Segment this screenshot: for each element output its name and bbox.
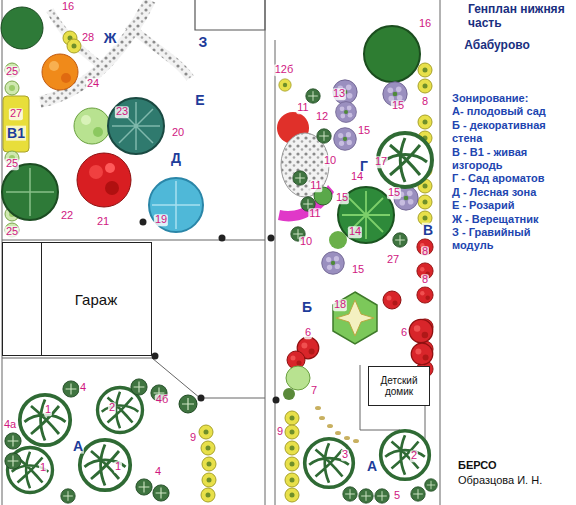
callout-number: 24 [86, 78, 100, 90]
callout-number: 16 [418, 18, 432, 30]
callout-number: 10 [323, 155, 337, 167]
callout-number: 20 [171, 127, 185, 139]
callout-number: 28 [81, 32, 95, 44]
zoning-item: Е - Розарий [452, 199, 574, 212]
callout-number: 25 [5, 66, 19, 78]
callout-number: 16 [61, 1, 75, 13]
callout-number: 11 [309, 180, 322, 192]
plan-title: Генплан нижняя часть [468, 2, 572, 31]
playhouse-building: Детский домик [368, 366, 430, 406]
callout-number: 14 [348, 226, 362, 238]
zone-letter: А [366, 459, 378, 474]
garage-partition [41, 243, 42, 355]
callout-number: 15 [391, 100, 405, 112]
callout-number: 19 [154, 214, 168, 226]
callout-number: 8 [421, 246, 429, 258]
callout-number: 9 [189, 432, 197, 444]
callout-number: 4а [3, 419, 17, 431]
building-name: Детский домик [369, 375, 429, 397]
zone-letter: З [198, 35, 209, 50]
callout-number: 3 [341, 449, 349, 461]
zoning-item: Г - Сад ароматов [452, 172, 574, 185]
callout-number: 15 [357, 125, 371, 137]
zoning-item: Ж - Верещатник [452, 213, 574, 226]
callout-number: 1 [44, 404, 52, 416]
callout-number: 18 [333, 299, 347, 311]
callout-number: 27 [9, 108, 23, 120]
garage-building: Гараж [2, 242, 152, 356]
callout-number: 4б [155, 394, 169, 406]
callout-number: 27 [386, 254, 400, 266]
callout-number: 25 [5, 158, 19, 170]
zone-letter: Ж [103, 31, 118, 46]
callout-number: 1 [114, 461, 122, 473]
callout-number: 23 [115, 106, 129, 118]
callout-number: 8 [421, 274, 429, 286]
callout-number: 2 [410, 450, 418, 462]
callout-number: 4 [154, 466, 162, 478]
callout-number: 15 [335, 192, 349, 204]
place-name: Абабурово [464, 39, 530, 52]
callout-number: 6 [304, 327, 312, 339]
callout-number: 4 [79, 382, 87, 394]
callout-number: 7 [310, 385, 318, 397]
callout-number: 12б [274, 64, 295, 76]
building-name: Гараж [37, 291, 117, 308]
firm-name: БЕРСО [458, 460, 497, 472]
callout-number: 17 [374, 156, 388, 168]
callout-number: 9 [276, 426, 284, 438]
callout-number: 11 [296, 102, 309, 114]
zone-letter: А [72, 439, 84, 454]
callout-number: 11 [308, 208, 321, 220]
author-name: Образцова И. Н. [458, 475, 542, 487]
zoning-item: В - В1 - живая изгородь [452, 146, 574, 173]
callout-number: 5 [393, 490, 401, 502]
zoning-item: З - Гравийный модуль [452, 226, 574, 253]
callout-number: 15 [351, 264, 365, 276]
zoning-item: Б - декоративная стена [452, 119, 574, 146]
callout-number: 22 [60, 210, 74, 222]
callout-number: 13 [332, 88, 346, 100]
zoning-item: А- плодовый сад [452, 105, 574, 118]
zone-letter: В [422, 223, 434, 238]
callout-number: 1 [39, 462, 47, 474]
callout-number: 10 [299, 236, 313, 248]
callout-number: 25 [5, 226, 19, 238]
zoning-item: Д - Лесная зона [452, 186, 574, 199]
zone-letter: В1 [6, 126, 26, 141]
zone-letter: Д [170, 151, 182, 166]
callout-number: 15 [387, 187, 401, 199]
callout-number: 8 [421, 96, 429, 108]
zone-letter: Е [194, 93, 205, 108]
callout-number: 14 [350, 171, 364, 183]
zoning-list: Зонирование:А- плодовый садБ - декоратив… [452, 92, 574, 253]
callout-number: 21 [96, 216, 110, 228]
zone-letter: Б [301, 300, 313, 315]
callout-number: 12 [315, 111, 329, 123]
zoning-item: Зонирование: [452, 92, 574, 105]
callout-number: 6 [400, 327, 408, 339]
callout-number: 2 [108, 402, 116, 414]
